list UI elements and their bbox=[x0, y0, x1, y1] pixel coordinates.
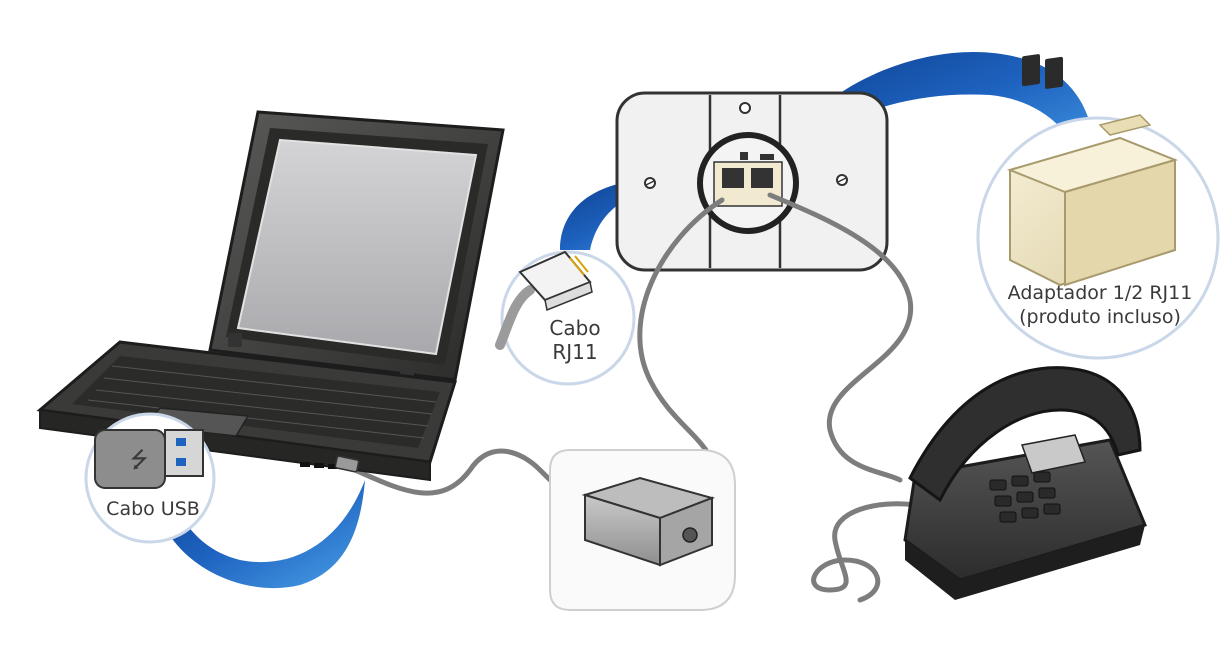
label-adapter-line2: (produto incluso) bbox=[1019, 306, 1181, 328]
label-adapter-line1: Adaptador 1/2 RJ11 bbox=[1007, 282, 1193, 304]
label-rj11-cable-line1: Cabo bbox=[549, 316, 601, 340]
usb-symbol-icon: ⭍ bbox=[130, 448, 148, 473]
cable-jack-to-phone bbox=[767, 192, 914, 483]
swoosh-rj11 bbox=[560, 179, 715, 250]
label-usb-cable: Cabo USB bbox=[106, 498, 200, 520]
phone-keypad bbox=[989, 471, 1061, 523]
callout-usb: ⭍ bbox=[84, 412, 216, 544]
callout-adapter bbox=[976, 54, 1220, 360]
wall-jack-plate bbox=[615, 91, 889, 272]
blue-swooshes bbox=[150, 52, 1094, 589]
keyboard-keys bbox=[87, 365, 437, 439]
swoosh-usb bbox=[150, 470, 365, 589]
swoosh-adapter bbox=[770, 52, 1094, 180]
callout-rj11 bbox=[495, 250, 636, 386]
cable-phone-cord bbox=[811, 501, 918, 603]
desk-phone bbox=[903, 366, 1148, 600]
modem-box bbox=[549, 449, 736, 611]
label-rj11-cable-line2: RJ11 bbox=[552, 340, 598, 364]
laptop bbox=[36, 110, 505, 482]
